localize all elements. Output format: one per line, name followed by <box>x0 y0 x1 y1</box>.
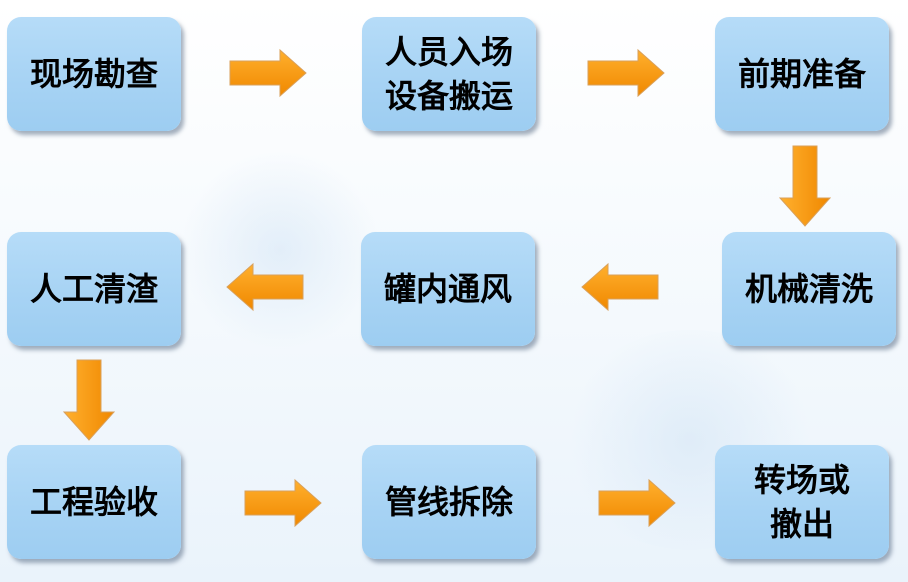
step-tank-ventilation: 罐内通风 <box>361 232 535 346</box>
step-preparation: 前期准备 <box>715 17 889 131</box>
arrow-right-icon <box>229 48 307 98</box>
step-acceptance: 工程验收 <box>7 445 181 559</box>
step-label: 工程验收 <box>29 483 158 521</box>
step-site-survey: 现场勘查 <box>7 17 181 131</box>
arrow-down-icon <box>778 145 832 227</box>
step-label: 现场勘查 <box>29 55 158 93</box>
arrow-left-icon <box>581 262 659 312</box>
arrow-right-icon <box>244 478 322 528</box>
arrow-right-icon <box>587 48 665 98</box>
step-personnel-equipment: 人员入场 设备搬运 <box>362 17 536 131</box>
step-transfer-or-exit: 转场或 撤出 <box>715 445 889 559</box>
step-pipeline-removal: 管线拆除 <box>362 445 536 559</box>
background-decoration <box>180 150 380 350</box>
arrow-left-icon <box>226 262 304 312</box>
arrow-right-icon <box>598 478 676 528</box>
step-label: 人工清渣 <box>29 270 158 308</box>
step-label: 转场或 撤出 <box>753 461 850 543</box>
step-mechanical-cleaning: 机械清洗 <box>722 232 896 346</box>
step-label: 管线拆除 <box>384 483 513 521</box>
arrow-down-icon <box>62 359 116 441</box>
step-label: 机械清洗 <box>744 270 873 308</box>
step-label: 前期准备 <box>737 55 866 93</box>
step-label: 人员入场 设备搬运 <box>384 33 513 115</box>
step-label: 罐内通风 <box>383 270 512 308</box>
step-manual-slag-removal: 人工清渣 <box>7 232 181 346</box>
